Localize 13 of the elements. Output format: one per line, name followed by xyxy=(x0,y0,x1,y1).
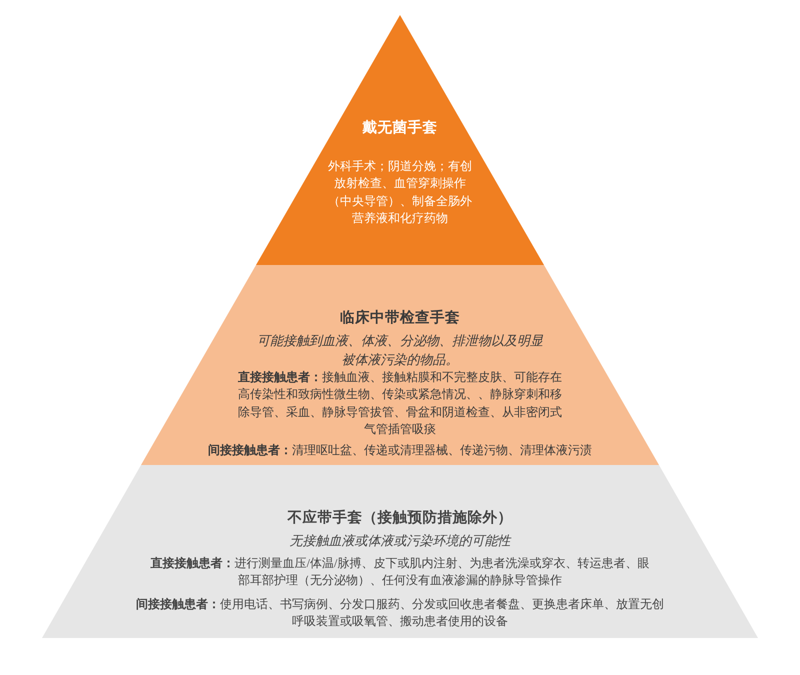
description-text: 外科手术；阴道分娩；有创放射检查、血管穿刺操作（中央导管）、制备全肠外营养液和化疗药物 xyxy=(327,158,473,228)
description-text: 直接接触患者：进行测量血压/体温/脉搏、皮下或肌内注射、为患者洗澡或穿衣、转运患者、眼部耳部护理（无分泌物）、任何没有血液渗漏的静脉导管操作 xyxy=(150,555,650,590)
tier-title: 临床中带检查手套 xyxy=(339,308,461,328)
pyramid-tier xyxy=(42,465,758,638)
tier-title: 戴无菌手套 xyxy=(362,118,438,138)
description-text: 间接接触患者：使用电话、书写病例、分发口服药、分发或回收患者餐盘、更换患者床单、放置无创呼吸装置或吸氧管、搬动患者使用的设备 xyxy=(135,596,665,630)
description-text: 直接接触患者：接触血液、接触粘膜和不完整皮肤、可能存在高传染性和致病性微生物、传染或紧急情况、、静脉穿刺和移除导管、采血、静脉导管拔管、骨盆和阴道检查、从非密闭式气管插管吸痰 xyxy=(237,369,563,438)
pyramid-tier xyxy=(141,265,659,465)
pyramid-tier xyxy=(256,15,544,265)
description-text: 间接接触患者：清理呕吐盆、传递或清理器械、传递污物、清理体液污渍 xyxy=(207,442,593,459)
tier-subtitle: 可能接触到血液、体液、分泌物、排泄物以及明显被体液污染的物品。 xyxy=(256,332,544,369)
tier-subtitle: 无接触血液或体液或污染环境的可能性 xyxy=(288,532,512,550)
tier-title: 不应带手套（接触预防措施除外） xyxy=(286,508,514,528)
